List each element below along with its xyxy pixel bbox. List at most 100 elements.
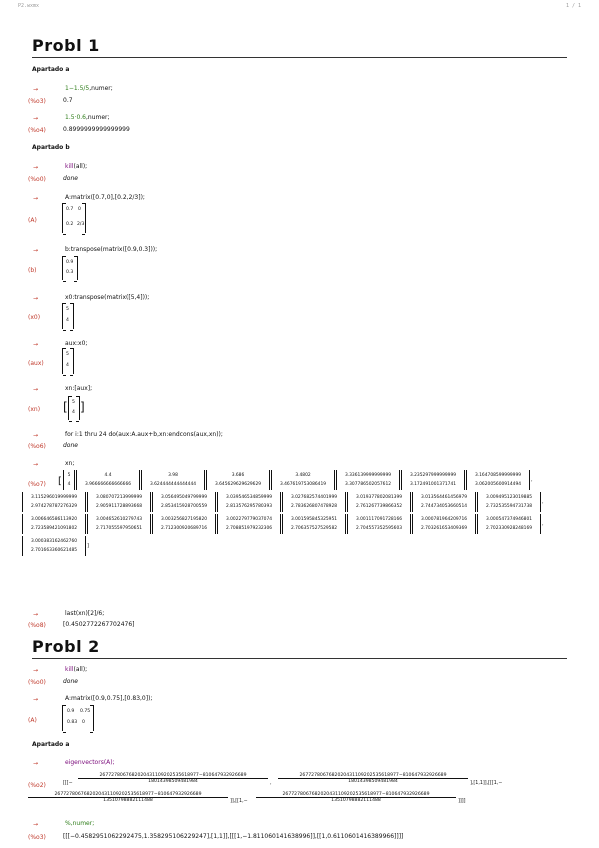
- input-cell-9[interactable]: for i:1 thru 24 do(aux:A.aux+b,xn:endcon…: [65, 431, 223, 438]
- input-cell-6[interactable]: x0:transpose(matrix([5,4]));: [65, 294, 150, 301]
- input-arrow: →: [33, 195, 39, 202]
- input-cell-14[interactable]: eigenvectors(A);: [65, 759, 115, 766]
- xn-value-top: 5: [67, 473, 71, 478]
- xn-value-top: 3.039546534859999: [225, 495, 273, 500]
- input-arrow: →: [33, 611, 39, 618]
- output-label: (%o6): [28, 443, 46, 450]
- xn-value-bottom: 2.813576295780393: [225, 504, 273, 509]
- input-cell-11[interactable]: last(xn)[2]/6;: [65, 610, 105, 617]
- xn-row-separator: ,: [542, 500, 544, 505]
- input-cell-3[interactable]: kill(all);: [65, 163, 88, 170]
- matrix-cell: 4: [66, 363, 69, 368]
- xn-matrix: 3.002279779037074 2.708851979232306: [217, 514, 281, 534]
- input-arrow: →: [33, 164, 39, 171]
- input-cell-5[interactable]: b:transpose(matrix([0.9,0.3]));: [65, 246, 158, 253]
- xn-value-bottom: 2.712300920689716: [160, 526, 208, 531]
- output-label: (%o0): [28, 679, 46, 686]
- output-value: 0.7: [63, 97, 73, 104]
- fraction-numerator: 2677278067682020431109202535618977−81064…: [256, 792, 456, 798]
- xn-row-separator: ,: [531, 478, 533, 483]
- matrix-cell: 4: [66, 318, 69, 323]
- xn-matrix: 3.115296019999999 2.974278787276329: [22, 492, 86, 512]
- output-label: (xn): [28, 406, 41, 413]
- subsection-apartado-a: Apartado a: [32, 66, 70, 73]
- xn-matrix: 3.056495049799999 2.853415928700559: [152, 492, 216, 512]
- xn-value-bottom: 3.172491001371741: [409, 482, 457, 487]
- eigen-suffix: ]]]]: [458, 799, 466, 804]
- xn-value-bottom: 4: [67, 482, 71, 487]
- eigen-fraction: 2677278067682020431109202535618977−81064…: [28, 792, 228, 803]
- matrix-cell: 0.9: [66, 260, 74, 265]
- matrix-A: 0.7 0 0.2 2/3: [62, 203, 86, 235]
- xn-value-bottom: 2.701663360621485: [30, 548, 78, 553]
- xn-value-bottom: 3.062005600914494: [474, 482, 522, 487]
- xn-value-top: 3.027682574401999: [290, 495, 338, 500]
- input-cell-7[interactable]: aux:x0;: [65, 340, 88, 347]
- input-cell-4[interactable]: A:matrix([0.7,0],[0.2,2/3]);: [65, 194, 145, 201]
- input-cell-12[interactable]: kill(all);: [65, 666, 88, 673]
- input-cell-1[interactable]: 1−1.5/5,numer;: [65, 85, 113, 92]
- xn-value-bottom: 2.853415928700559: [160, 504, 208, 509]
- fraction-denominator: 1801439850948198​4: [148, 779, 198, 784]
- fraction-numerator: 2677278067682020431109202535618977−81064…: [278, 773, 468, 779]
- list-bracket: ]: [80, 400, 85, 414]
- xn-row-separator: ,: [542, 522, 544, 527]
- matrix-cell: 0.9: [67, 709, 75, 714]
- matrix-cell: 5: [72, 400, 75, 405]
- output-label: (%o8): [28, 622, 46, 629]
- xn-value-bottom: 3.624444444444444: [149, 482, 197, 487]
- xn-value-top: 3.019377802081399: [355, 495, 403, 500]
- input-cell-13[interactable]: A:matrix([0.9,0.75],[0.83,0]);: [65, 695, 153, 702]
- xn-value-bottom: 2.732535594731738: [485, 504, 533, 509]
- xn-matrix: 3.001595845325951 2.706357527529582: [282, 514, 346, 534]
- fraction-denominator: 1801439850948198​4: [348, 779, 398, 784]
- xn-value-bottom: 2.708851979232306: [225, 526, 273, 531]
- output-label: (b): [28, 267, 37, 274]
- xn-value-top: 3.000547374946801: [485, 517, 533, 522]
- eigen-separator: ,: [270, 781, 272, 786]
- input-arrow: →: [33, 821, 39, 828]
- xn-value-top: 3.056495049799999: [160, 495, 208, 500]
- xn-value-top: 3.001595845325951: [290, 517, 338, 522]
- output-label: (%o3): [28, 98, 46, 105]
- matrix-A2: 0.9 0.75 0.83 0: [62, 705, 94, 733]
- xn-value-top: 3.004652610279743: [95, 517, 143, 522]
- input-cell-10[interactable]: xn;: [65, 460, 75, 467]
- output-value: 0.8999999999999999: [63, 126, 130, 133]
- input-arrow: →: [33, 461, 39, 468]
- subsection-apartado-b: Apartado b: [32, 144, 70, 151]
- xn-value-bottom: 2.974278787276329: [30, 504, 78, 509]
- input-arrow: →: [33, 115, 39, 122]
- matrix-cell: 0.83: [67, 720, 78, 725]
- eigen-mid: ]],[[1,−: [230, 799, 248, 804]
- output-label: (A): [28, 217, 37, 224]
- xn-value-bottom: 2.704557352595603: [355, 526, 403, 531]
- output-label: (%o3): [28, 834, 46, 841]
- xn-value-bottom: 2.702330928248169: [485, 526, 533, 531]
- xn-value-top: 3.235297999999999: [409, 473, 457, 478]
- xn-value-top: 3.115296019999999: [30, 495, 78, 500]
- xn-value-top: 3.002279779037074: [225, 517, 273, 522]
- xn-value-top: 3.000383162462760: [30, 539, 78, 544]
- input-cell-8[interactable]: xn:[aux];: [65, 385, 93, 392]
- eigen-fraction: 2677278067682020431109202535618977−81064…: [278, 773, 468, 784]
- input-cell-15[interactable]: %,numer;: [65, 820, 95, 827]
- matrix-cell: 4: [72, 410, 75, 415]
- xn-value-top: 3.4802: [295, 473, 311, 478]
- file-name: P2.wxmx: [18, 3, 40, 9]
- fraction-numerator: 2677278067682020431109202535618977−81064…: [78, 773, 268, 779]
- xn-value-top: 3.686: [231, 473, 245, 478]
- xn-matrix: 3.235297999999999 3.172491001371741: [401, 470, 465, 490]
- xn-value-bottom: 2.706357527529582: [290, 526, 338, 531]
- input-cell-2[interactable]: 1.5·0.6,numer;: [65, 114, 110, 121]
